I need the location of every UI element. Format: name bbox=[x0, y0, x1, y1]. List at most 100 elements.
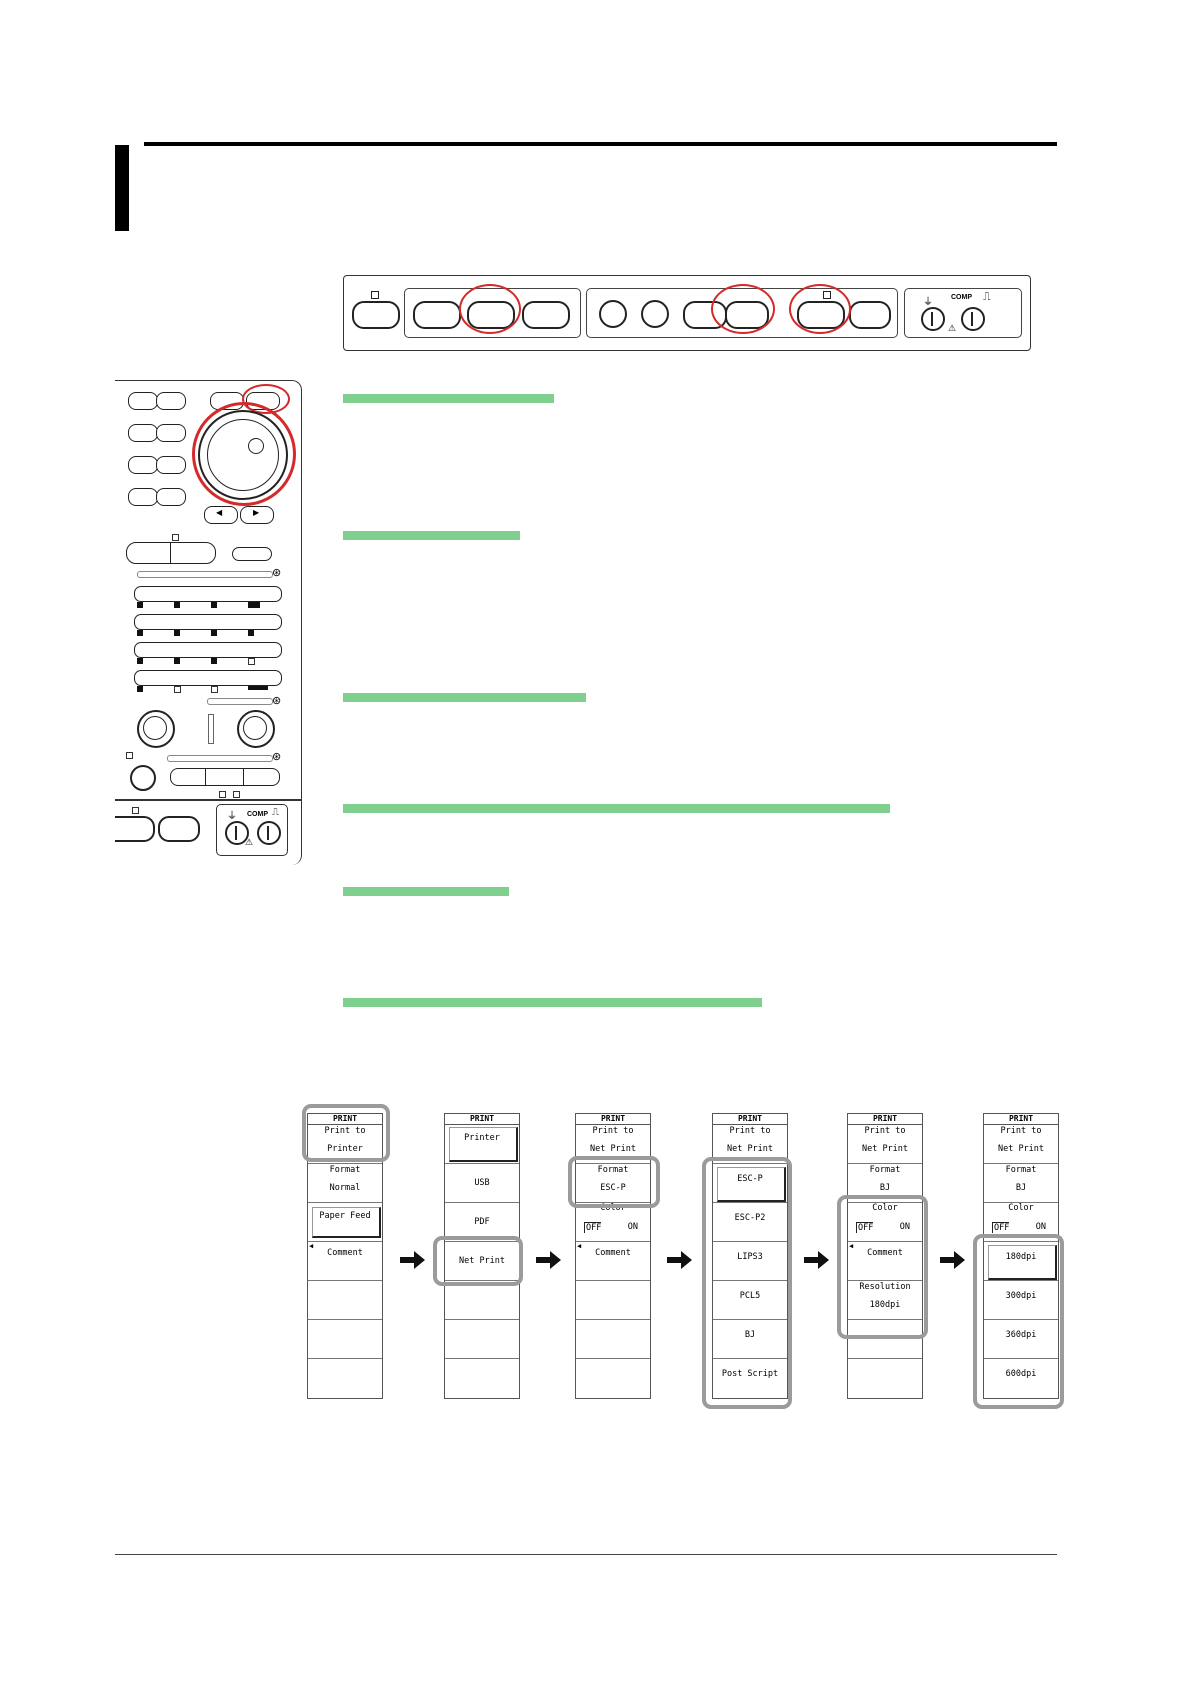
softkey-label: Comment bbox=[595, 1248, 631, 1258]
softkey-label: Print to bbox=[864, 1126, 906, 1136]
print-to-softkey[interactable]: Print to Net Print bbox=[848, 1125, 922, 1164]
section-heading-bar bbox=[343, 531, 520, 540]
side-key[interactable] bbox=[232, 547, 272, 561]
highlight-ring bbox=[192, 402, 296, 506]
side-key[interactable] bbox=[156, 456, 186, 474]
channel-row-2[interactable] bbox=[134, 614, 282, 630]
format-softkey[interactable]: Format Normal bbox=[308, 1164, 382, 1203]
bj-softkey[interactable]: BJ bbox=[713, 1320, 787, 1359]
softkey-label: 360dpi bbox=[1005, 1330, 1037, 1340]
indicator-square-icon bbox=[172, 534, 179, 541]
print-to-softkey[interactable]: Print to Net Print bbox=[576, 1125, 650, 1164]
side-key[interactable] bbox=[156, 424, 186, 442]
post-script-softkey[interactable]: Post Script bbox=[713, 1359, 787, 1397]
format-softkey[interactable]: Format BJ bbox=[848, 1164, 922, 1203]
side-key[interactable] bbox=[156, 392, 186, 410]
panel-key-2[interactable] bbox=[413, 301, 461, 329]
key-group-1 bbox=[404, 284, 581, 338]
channel-icon: ⊛ bbox=[272, 751, 282, 763]
dpi-600-softkey[interactable]: 600dpi bbox=[984, 1359, 1058, 1397]
channel-row-1[interactable] bbox=[134, 586, 282, 602]
side-key[interactable] bbox=[156, 488, 186, 506]
format-softkey[interactable]: Format BJ bbox=[984, 1164, 1058, 1203]
side-control-panel: ◀ ▶ ⊛ ⊛ ⊛ ⏚ COMP ⎍ ⚠ bbox=[115, 380, 303, 866]
side-key[interactable] bbox=[128, 488, 158, 506]
printer-softkey[interactable]: Printer bbox=[445, 1125, 519, 1164]
empty-softkey bbox=[445, 1281, 519, 1320]
color-softkey[interactable]: Color OFF ON bbox=[984, 1203, 1058, 1242]
usb-softkey[interactable]: USB bbox=[445, 1164, 519, 1203]
menu-title: PRINT bbox=[984, 1114, 1058, 1125]
square-wave-icon: ⎍ bbox=[272, 807, 279, 818]
softkey-value: BJ bbox=[879, 1183, 891, 1193]
menu-title: PRINT bbox=[576, 1114, 650, 1125]
probe-comp-group: ⏚ COMP ⎍ ⚠ bbox=[904, 288, 1022, 338]
menu-title: PRINT bbox=[713, 1114, 787, 1125]
section-heading-bar bbox=[343, 693, 586, 702]
comp-terminal bbox=[257, 821, 281, 845]
panel-round-key-1[interactable] bbox=[599, 300, 627, 328]
selection-highlight bbox=[702, 1157, 792, 1409]
lips3-softkey[interactable]: LIPS3 bbox=[713, 1242, 787, 1281]
softkey-label: Format bbox=[597, 1165, 629, 1175]
edge-key[interactable] bbox=[115, 816, 155, 842]
paper-feed-softkey[interactable]: Paper Feed bbox=[308, 1203, 382, 1242]
scale-knob[interactable] bbox=[237, 710, 275, 748]
pointer-icon: ◀ bbox=[849, 1242, 854, 1250]
softkey-value: Net Print bbox=[861, 1144, 909, 1154]
trigger-key-row[interactable] bbox=[170, 768, 280, 786]
section-heading-bar bbox=[343, 394, 554, 403]
pcl5-softkey[interactable]: PCL5 bbox=[713, 1281, 787, 1320]
softkey-label: Color bbox=[872, 1203, 898, 1213]
channel-row-4[interactable] bbox=[134, 670, 282, 686]
color-softkey[interactable]: Color OFF ON bbox=[848, 1203, 922, 1242]
side-key[interactable] bbox=[128, 392, 158, 410]
print-to-softkey[interactable]: Print to Net Print bbox=[984, 1125, 1058, 1164]
softkey-label: Net Print bbox=[458, 1256, 506, 1266]
comp-label: COMP bbox=[247, 811, 268, 818]
warning-icon: ⚠ bbox=[245, 837, 254, 847]
position-knob[interactable] bbox=[137, 710, 175, 748]
panel-key-4[interactable] bbox=[522, 301, 570, 329]
side-key[interactable] bbox=[128, 424, 158, 442]
softkey-label: ESC-P2 bbox=[734, 1213, 766, 1223]
comment-softkey[interactable]: ◀ Comment bbox=[308, 1242, 382, 1281]
resolution-softkey[interactable]: Resolution 180dpi bbox=[848, 1281, 922, 1320]
dpi-360-softkey[interactable]: 360dpi bbox=[984, 1320, 1058, 1359]
off-option: OFF bbox=[856, 1222, 874, 1233]
comment-softkey[interactable]: ◀ Comment bbox=[576, 1242, 650, 1281]
print-menu-3: PRINT Print to Net Print Format ESC-P Co… bbox=[575, 1113, 651, 1399]
panel-key-1[interactable] bbox=[352, 301, 400, 329]
selection-highlight bbox=[302, 1104, 390, 1162]
softkey-label: Print to bbox=[324, 1126, 366, 1136]
softkey-label: Print to bbox=[592, 1126, 634, 1136]
right-arrow-key[interactable] bbox=[240, 506, 274, 524]
off-option: OFF bbox=[992, 1222, 1010, 1233]
print-to-softkey[interactable]: Print to Printer bbox=[308, 1125, 382, 1164]
empty-softkey bbox=[445, 1320, 519, 1359]
left-arrow-key[interactable] bbox=[204, 506, 238, 524]
panel-round-key-2[interactable] bbox=[641, 300, 669, 328]
print-to-softkey[interactable]: Print to Net Print bbox=[713, 1125, 787, 1164]
wide-key[interactable] bbox=[126, 542, 216, 564]
highlight-ring bbox=[789, 284, 851, 334]
softkey-label: Comment bbox=[327, 1248, 363, 1258]
side-key[interactable] bbox=[128, 456, 158, 474]
panel-key-8[interactable] bbox=[849, 301, 891, 329]
esc-p2-softkey[interactable]: ESC-P2 bbox=[713, 1203, 787, 1242]
side-key[interactable] bbox=[158, 816, 200, 842]
section-heading-bar bbox=[343, 804, 890, 813]
net-print-softkey[interactable]: Net Print bbox=[445, 1242, 519, 1281]
empty-softkey bbox=[848, 1320, 922, 1359]
pdf-softkey[interactable]: PDF bbox=[445, 1203, 519, 1242]
color-softkey[interactable]: Color OFF ON bbox=[576, 1203, 650, 1242]
selection-highlight bbox=[837, 1195, 928, 1339]
esc-p-softkey[interactable]: ESC-P bbox=[713, 1164, 787, 1203]
small-knob[interactable] bbox=[130, 765, 156, 791]
softkey-value: BJ bbox=[1015, 1183, 1027, 1193]
dpi-180-softkey[interactable]: 180dpi bbox=[984, 1242, 1058, 1281]
dpi-300-softkey[interactable]: 300dpi bbox=[984, 1281, 1058, 1320]
format-softkey[interactable]: Format ESC-P bbox=[576, 1164, 650, 1203]
comment-softkey[interactable]: ◀ Comment bbox=[848, 1242, 922, 1281]
channel-row-3[interactable] bbox=[134, 642, 282, 658]
